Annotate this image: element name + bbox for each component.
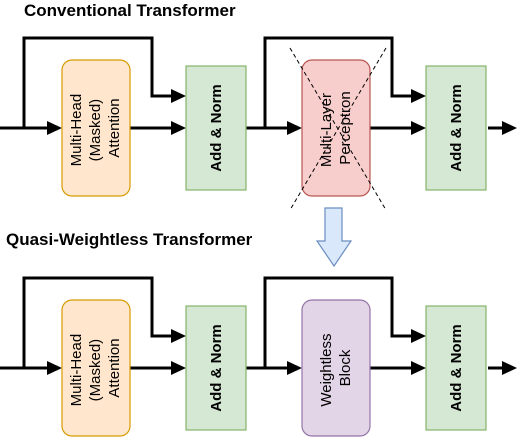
arrowhead-icon — [47, 361, 62, 375]
add-norm-block-bottom-1: Add & Norm — [185, 305, 247, 431]
conventional-transformer-title: Conventional Transformer — [24, 1, 236, 20]
weightless-block: Weightless Block — [301, 299, 371, 437]
attention-block-top: Multi-Head (Masked) Attention — [61, 59, 131, 197]
arrowhead-icon — [411, 121, 426, 135]
arrowhead-icon — [502, 361, 517, 375]
arrowhead-icon — [171, 361, 186, 375]
bottom-wires — [0, 276, 504, 370]
cross-out-line — [289, 47, 387, 211]
arrowhead-icon — [171, 121, 186, 135]
add-norm-label-top-2: Add & Norm — [448, 84, 465, 172]
quasi-weightless-transformer-title: Quasi-Weightless Transformer — [6, 230, 253, 249]
arrowhead-icon — [171, 329, 186, 343]
bottom-arrowheads — [47, 329, 517, 375]
attention-label-top: Multi-Head (Masked) Attention — [68, 90, 123, 167]
arrowhead-icon — [171, 89, 186, 103]
top-arrowheads — [47, 89, 517, 135]
attention-block-bottom: Multi-Head (Masked) Attention — [61, 299, 131, 437]
quasi-weightless-transformer-section: Quasi-Weightless Transformer Multi-Head — [0, 230, 517, 437]
mlp-block: Multi-Layer Perceptron — [289, 47, 387, 211]
arrowhead-icon — [502, 121, 517, 135]
arrowhead-icon — [411, 89, 426, 103]
conventional-transformer-section: Conventional Transformer Multi-Head — [0, 1, 517, 211]
top-wires — [0, 36, 504, 130]
arrowhead-icon — [287, 121, 302, 135]
arrowhead-icon — [411, 361, 426, 375]
add-norm-block-bottom-2: Add & Norm — [425, 305, 487, 431]
add-norm-label-top-1: Add & Norm — [208, 84, 225, 172]
add-norm-block-top-2: Add & Norm — [425, 65, 487, 191]
arrowhead-icon — [287, 361, 302, 375]
arrowhead-icon — [411, 329, 426, 343]
attention-label-bottom: Multi-Head (Masked) Attention — [68, 330, 123, 407]
add-norm-label-bottom-2: Add & Norm — [448, 324, 465, 412]
add-norm-block-top-1: Add & Norm — [185, 65, 247, 191]
transition-down-arrow-icon — [315, 207, 353, 268]
add-norm-label-bottom-1: Add & Norm — [208, 324, 225, 412]
arrowhead-icon — [47, 121, 62, 135]
weightless-block-label: Weightless Block — [318, 329, 354, 406]
